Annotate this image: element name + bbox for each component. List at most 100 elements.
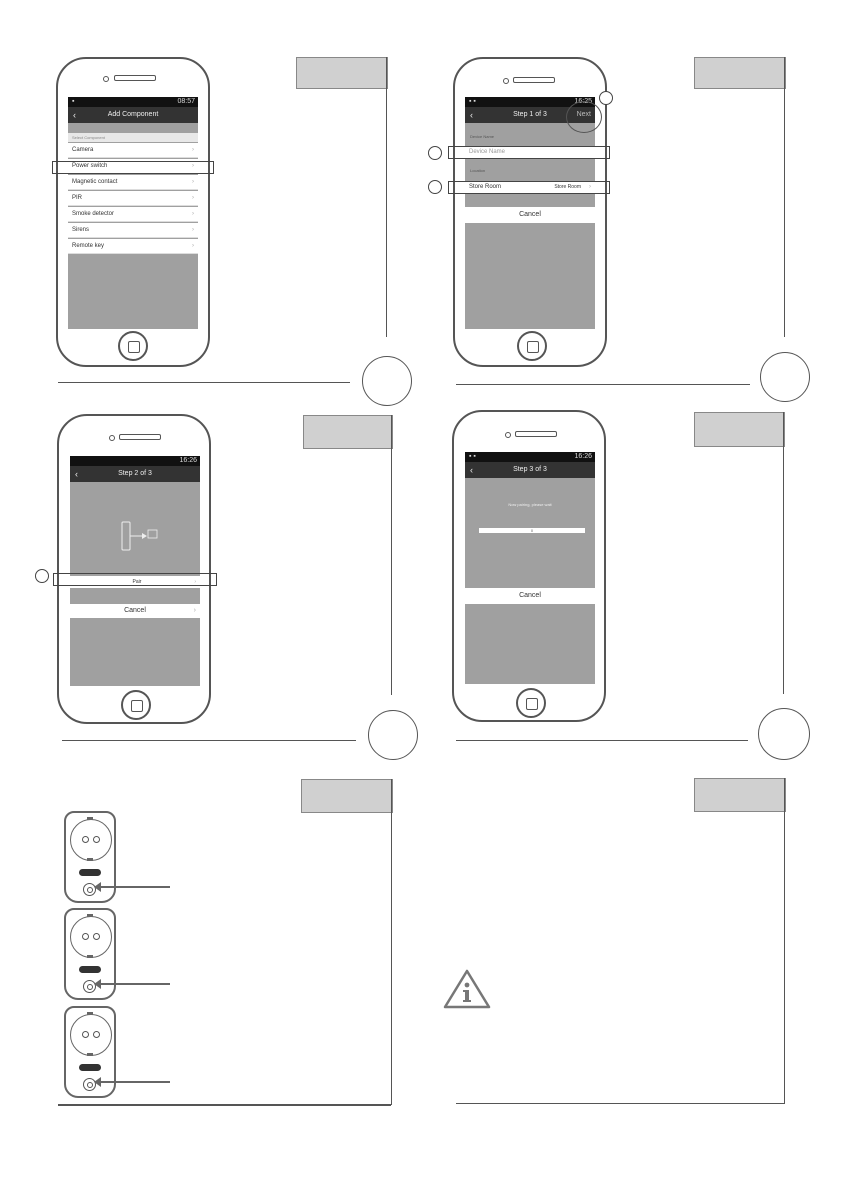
location-label: Location: [470, 168, 486, 173]
chevron-right-icon: ›: [192, 147, 194, 153]
item-label: Remote key: [72, 243, 105, 249]
location-right-value: Store Room: [554, 184, 581, 190]
chevron-right-icon: ›: [192, 211, 194, 217]
step-tab-3: [303, 415, 393, 449]
device-name-label: Device Name: [470, 134, 495, 139]
home-button[interactable]: [121, 690, 151, 720]
item-label: Magnetic contact: [72, 179, 118, 185]
back-icon[interactable]: ‹: [73, 110, 76, 120]
list-item-remote-key[interactable]: Remote key›: [68, 239, 198, 254]
next-button-highlight-ring: [566, 101, 602, 133]
phone-4: ▪ ▪ 16:26 ‹ Step 3 of 3 Now pairing, ple…: [452, 410, 606, 722]
phone-3-screen: 16:26 ‹ Step 2 of 3 Pair › Cancel ›: [70, 456, 200, 686]
list-item-smoke-detector[interactable]: Smoke detector›: [68, 207, 198, 222]
progress-value: 0: [530, 528, 534, 533]
chevron-right-icon: ›: [192, 227, 194, 233]
item-label: Sirens: [72, 227, 90, 233]
title-bar: ‹ Add Component: [68, 107, 198, 123]
panel-4-right-border: [783, 412, 784, 694]
pairing-progress-bar: 0: [479, 528, 585, 533]
earth-pin: [87, 955, 93, 958]
notification-icon: ▪: [72, 98, 75, 105]
phone-4-screen: ▪ ▪ 16:26 ‹ Step 3 of 3 Now pairing, ple…: [465, 452, 595, 684]
cancel-button[interactable]: Cancel: [465, 207, 595, 223]
power-switch-plug-3: [64, 1006, 116, 1098]
back-icon[interactable]: ‹: [75, 469, 78, 479]
list-item-magnetic-contact[interactable]: Magnetic contact ›: [68, 175, 198, 190]
item-label: Camera: [72, 147, 94, 153]
chevron-right-icon: ›: [589, 184, 591, 190]
callout-marker-device-name: [428, 146, 442, 160]
title-bar: ‹ Step 2 of 3: [70, 466, 200, 482]
brand-logo: [79, 1064, 101, 1071]
speaker-grille: [515, 431, 557, 437]
screen-title: Add Component: [107, 111, 159, 118]
list-item-pir[interactable]: PIR ›: [68, 191, 198, 206]
back-icon[interactable]: ‹: [470, 110, 473, 120]
front-camera: [103, 76, 109, 82]
speaker-grille: [114, 75, 156, 81]
home-button[interactable]: [118, 331, 148, 361]
speaker-grille: [513, 77, 555, 83]
earth-pin: [87, 1053, 93, 1056]
panel-4-bottom-rule: [456, 740, 748, 741]
step-tab-4: [694, 412, 785, 447]
phone-1-screen: ▪ 08:57 ‹ Add Component Select Component…: [68, 97, 198, 329]
callout-marker-location: [428, 180, 442, 194]
socket-outlet: [70, 916, 112, 958]
warning-info-icon: [443, 969, 491, 1009]
power-switch-plug-1: [64, 811, 116, 903]
step-circle-2: [760, 352, 810, 402]
front-camera: [505, 432, 511, 438]
chevron-right-icon: ›: [194, 579, 196, 585]
status-time: 16:26: [179, 457, 197, 464]
cancel-button[interactable]: Cancel ›: [70, 604, 200, 618]
device-name-input[interactable]: Device Name: [465, 146, 595, 158]
socket-outlet: [70, 819, 112, 861]
section-header: Select Component: [68, 133, 198, 142]
list-item-sirens[interactable]: Sirens ›: [68, 223, 198, 238]
step-tab-5: [301, 779, 393, 813]
cancel-button[interactable]: Cancel: [465, 588, 595, 604]
callout-marker-next: [599, 91, 613, 105]
status-bar: 16:26: [70, 456, 200, 466]
chevron-right-icon: ›: [193, 607, 196, 614]
status-time: 08:57: [177, 98, 195, 105]
notification-icon: ▪ ▪: [469, 98, 476, 105]
earth-pin: [87, 858, 93, 861]
cancel-label: Cancel: [124, 607, 146, 614]
home-button[interactable]: [516, 688, 546, 718]
location-select[interactable]: Store Room Store Room ›: [465, 181, 595, 193]
highlight-power-switch: [52, 161, 214, 174]
list-item-camera[interactable]: Camera ›: [68, 143, 198, 158]
highlight-location: [448, 181, 610, 194]
earth-pin: [87, 817, 93, 820]
chevron-right-icon: ›: [192, 163, 194, 169]
home-button[interactable]: [517, 331, 547, 361]
item-label: Power switch: [72, 163, 108, 169]
back-icon[interactable]: ‹: [470, 465, 473, 475]
notification-icon: ▪ ▪: [469, 453, 476, 460]
status-bar: ▪ ▪ 16:26: [465, 452, 595, 462]
phone-1: ▪ 08:57 ‹ Add Component Select Component…: [56, 57, 210, 367]
panel-5-bottom-rule: [58, 1104, 391, 1106]
title-bar: ‹ Step 3 of 3: [465, 462, 595, 478]
pair-plug-illustration: [121, 521, 158, 551]
location-value: Store Room: [469, 184, 502, 190]
panel-3-right-border: [391, 415, 392, 695]
chevron-right-icon: ›: [192, 195, 194, 201]
item-label: PIR: [72, 195, 83, 201]
pairing-message: Now pairing, please wait: [508, 502, 552, 507]
speaker-grille: [119, 434, 161, 440]
status-time: 16:26: [574, 453, 592, 460]
step-tab-6: [694, 778, 786, 812]
front-camera: [109, 435, 115, 441]
phone-3: 16:26 ‹ Step 2 of 3 Pair › Cancel ›: [57, 414, 211, 724]
chevron-right-icon: ›: [192, 179, 194, 185]
earth-pin: [87, 914, 93, 917]
panel-2-right-border: [784, 57, 785, 337]
phone-2-screen: ▪ ▪ 16:25 ‹ Step 1 of 3 Next Device Name…: [465, 97, 595, 329]
highlight-device-name: [448, 146, 610, 159]
step-circle-3: [368, 710, 418, 760]
panel-6-bottom-rule: [456, 1103, 784, 1104]
